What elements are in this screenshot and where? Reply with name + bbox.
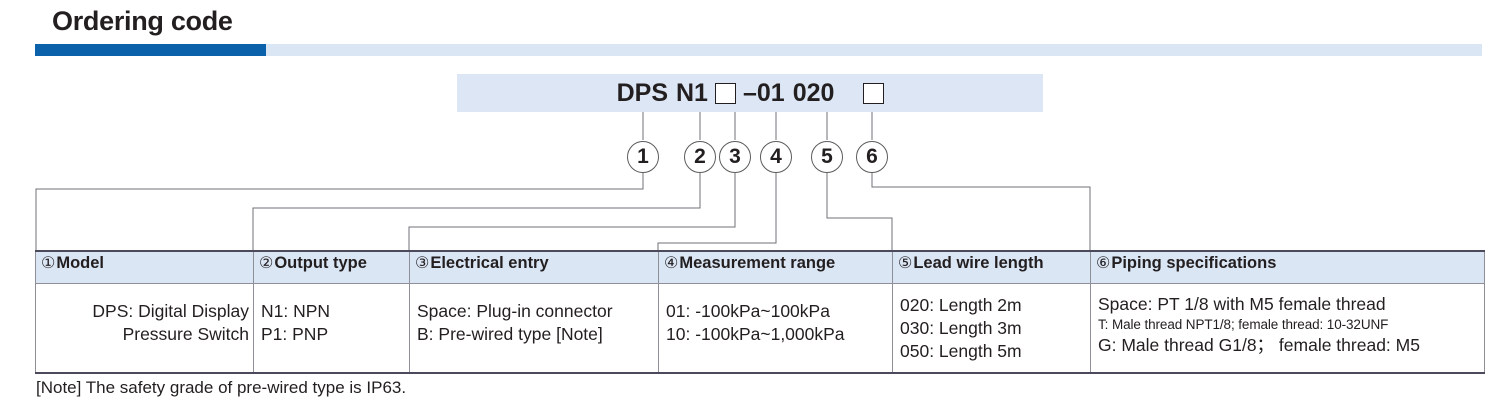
column-label-3: Electrical entry	[430, 254, 549, 272]
column-label-1: Model	[56, 254, 105, 272]
callout-circle-3: 3	[719, 141, 751, 173]
column-label-6: Piping specifications	[1111, 254, 1277, 272]
column-label-4: Measurement range	[679, 254, 836, 272]
model-option-1: DPS: Digital Display	[92, 301, 249, 321]
title-rule-accent	[35, 44, 266, 56]
electrical-entry-option-2: B: Pre-wired type [Note]	[417, 324, 603, 344]
cell-measurement-range: 01: -100kPa~100kPa 10: -100kPa~1,000kPa	[658, 283, 893, 374]
cell-lead-wire-length: 020: Length 2m 030: Length 3m 050: Lengt…	[892, 283, 1091, 374]
callout-circle-1: 1	[627, 141, 659, 173]
cell-electrical-entry: Space: Plug-in connector B: Pre-wired ty…	[409, 283, 659, 374]
footnote: [Note] The safety grade of pre-wired typ…	[36, 378, 407, 397]
piping-option-2: T: Male thread NPT1/8; female thread: 10…	[1098, 317, 1389, 332]
piping-option-3: G: Male thread G1/8； female thread: M5	[1098, 335, 1420, 355]
measurement-range-option-2: 10: -100kPa~1,000kPa	[666, 324, 845, 344]
code-segment-3-box	[714, 82, 736, 104]
lead-wire-option-2: 030: Length 3m	[900, 318, 1022, 338]
output-type-option-1: N1: NPN	[261, 301, 331, 321]
column-number-3: ③	[415, 255, 430, 272]
cell-model: DPS: Digital Display Pressure Switch	[35, 283, 254, 374]
piping-option-1: Space: PT 1/8 with M5 female thread	[1098, 294, 1386, 314]
callout-circle-4: 4	[760, 141, 792, 173]
column-header-model: ①Model	[35, 250, 254, 284]
lead-wire-option-1: 020: Length 2m	[900, 295, 1022, 315]
callout-circle-6: 6	[856, 141, 888, 173]
output-type-option-2: P1: PNP	[261, 324, 329, 344]
column-number-4: ④	[664, 255, 679, 272]
ordering-code-string: DPS N1 –01 020	[457, 74, 1043, 112]
code-segment-6-box	[863, 82, 885, 104]
column-label-2: Output type	[274, 254, 367, 272]
page-title: Ordering code	[52, 6, 233, 36]
ordering-code-bar	[457, 74, 1043, 112]
column-header-output-type: ②Output type	[253, 250, 410, 284]
callout-circle-2: 2	[684, 141, 716, 173]
column-number-2: ②	[259, 255, 274, 272]
column-number-1: ①	[41, 255, 56, 272]
table-header-row: ①Model ②Output type ③Electrical entry ④M…	[35, 250, 1485, 284]
column-number-6: ⑥	[1096, 255, 1111, 272]
column-label-5: Lead wire length	[913, 254, 1044, 272]
ordering-code-table: ①Model ②Output type ③Electrical entry ④M…	[35, 250, 1485, 374]
electrical-entry-option-1: Space: Plug-in connector	[417, 301, 613, 321]
code-segment-2: N1	[676, 78, 708, 107]
column-header-measurement-range: ④Measurement range	[658, 250, 893, 284]
code-segment-1: DPS	[616, 78, 668, 107]
measurement-range-option-1: 01: -100kPa~100kPa	[666, 301, 830, 321]
model-option-1-cont: Pressure Switch	[122, 324, 249, 344]
lead-wire-option-3: 050: Length 5m	[900, 341, 1022, 361]
column-header-lead-wire-length: ⑤Lead wire length	[892, 250, 1091, 284]
code-segment-4: –01	[742, 78, 785, 107]
cell-piping-specifications: Space: PT 1/8 with M5 female thread T: M…	[1090, 283, 1485, 374]
column-header-electrical-entry: ③Electrical entry	[409, 250, 659, 284]
cell-output-type: N1: NPN P1: PNP	[253, 283, 410, 374]
callout-circle-5: 5	[811, 141, 843, 173]
column-number-5: ⑤	[898, 255, 913, 272]
title-rule-light	[35, 44, 1482, 56]
code-segment-5: 020	[792, 78, 835, 107]
table-row: DPS: Digital Display Pressure Switch N1:…	[35, 283, 1485, 374]
column-header-piping-specifications: ⑥Piping specifications	[1090, 250, 1485, 284]
